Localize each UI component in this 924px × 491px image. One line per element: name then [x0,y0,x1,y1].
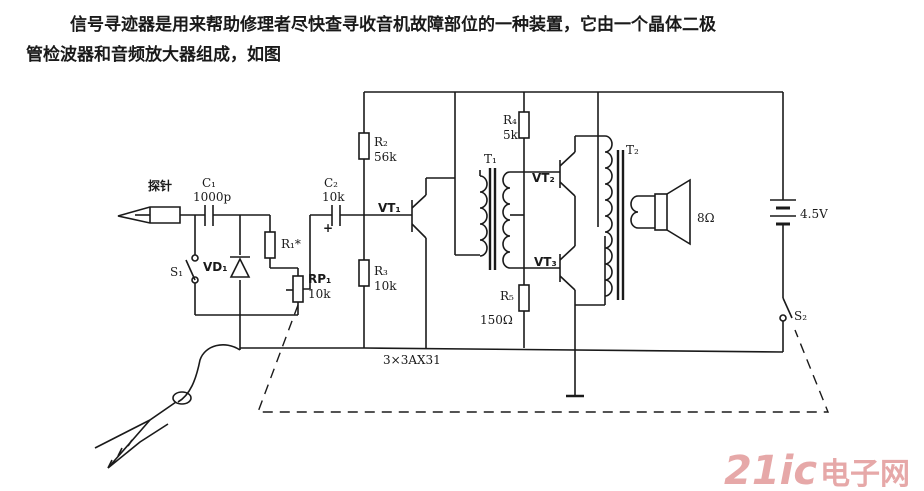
caption-line-2: 管检波器和音频放大器组成，如图 [26,45,281,65]
switch-s1 [185,254,199,284]
probe-symbol [117,206,205,224]
c1-value: 1000p [193,190,232,204]
battery-value: 4.5V [800,207,828,221]
caption-line-1: 信号寻迹器是用来帮助修理者尽快查寻收音机故障部位的一种装置，它由一个晶体二极 [70,15,716,35]
watermark-site: 电子网 [820,457,910,491]
transistor-vt2 [510,136,576,227]
resistor-r4 [510,92,530,216]
transistor-vt1 [411,177,455,348]
switch-s2 [779,290,793,352]
vd1-label: VD₁ [203,260,228,274]
capacitor-c1 [204,205,270,226]
resistor-r2 [358,132,370,260]
battery-symbol [770,199,796,290]
s2-label: S₂ [794,309,807,323]
switch-linkage [256,304,830,413]
vt2-label: VT₂ [532,171,555,185]
transformer-t1 [454,92,511,270]
transformer-t2 [575,92,655,305]
resistor-r1 [264,215,298,269]
speaker-value: 8Ω [697,211,715,225]
bottom-rail [240,347,784,353]
r1-label: R₁* [281,237,301,251]
probe-label: 探针 [148,178,172,193]
alligator-clip [94,344,241,469]
rp1-label: RP₁ [308,272,331,286]
r2-label: R₂ [374,135,388,149]
capacitor-c2 [310,205,412,226]
top-rail [363,91,784,200]
t2-label: T₂ [626,143,639,157]
rp1-value: 10k [308,287,331,301]
c2-value: 10k [322,190,345,204]
c1-label: C₁ [202,176,216,190]
resistor-r3 [358,259,370,348]
c2-plus: + [323,221,333,235]
c2-label: C₂ [324,176,338,190]
r3-label: R₃ [374,264,388,278]
diode-vd1 [229,256,251,278]
r4-label: R₄ [503,113,517,127]
r5-value: 150Ω [480,313,513,327]
caption: 信号寻迹器是用来帮助修理者尽快查寻收音机故障部位的一种装置，它由一个晶体二极 管… [26,10,906,70]
input-network [194,215,275,350]
watermark: 21ic 电子网 [724,448,910,491]
transistor-vt3 [510,227,605,396]
s1-label: S₁ [170,265,183,279]
vt3-label: VT₃ [534,255,557,269]
speaker-icon [654,178,691,246]
r4-value: 5k [503,128,519,142]
t1-label: T₁ [484,152,497,166]
transistor-note: 3×3AX31 [383,353,441,367]
r2-value: 56k [374,150,397,164]
r3-value: 10k [374,279,397,293]
resistor-r5 [518,215,530,348]
r5-label: R₅ [500,289,514,303]
vt1-label: VT₁ [378,201,401,215]
watermark-brand: 21ic [724,448,817,491]
potentiometer-rp1 [275,215,311,316]
